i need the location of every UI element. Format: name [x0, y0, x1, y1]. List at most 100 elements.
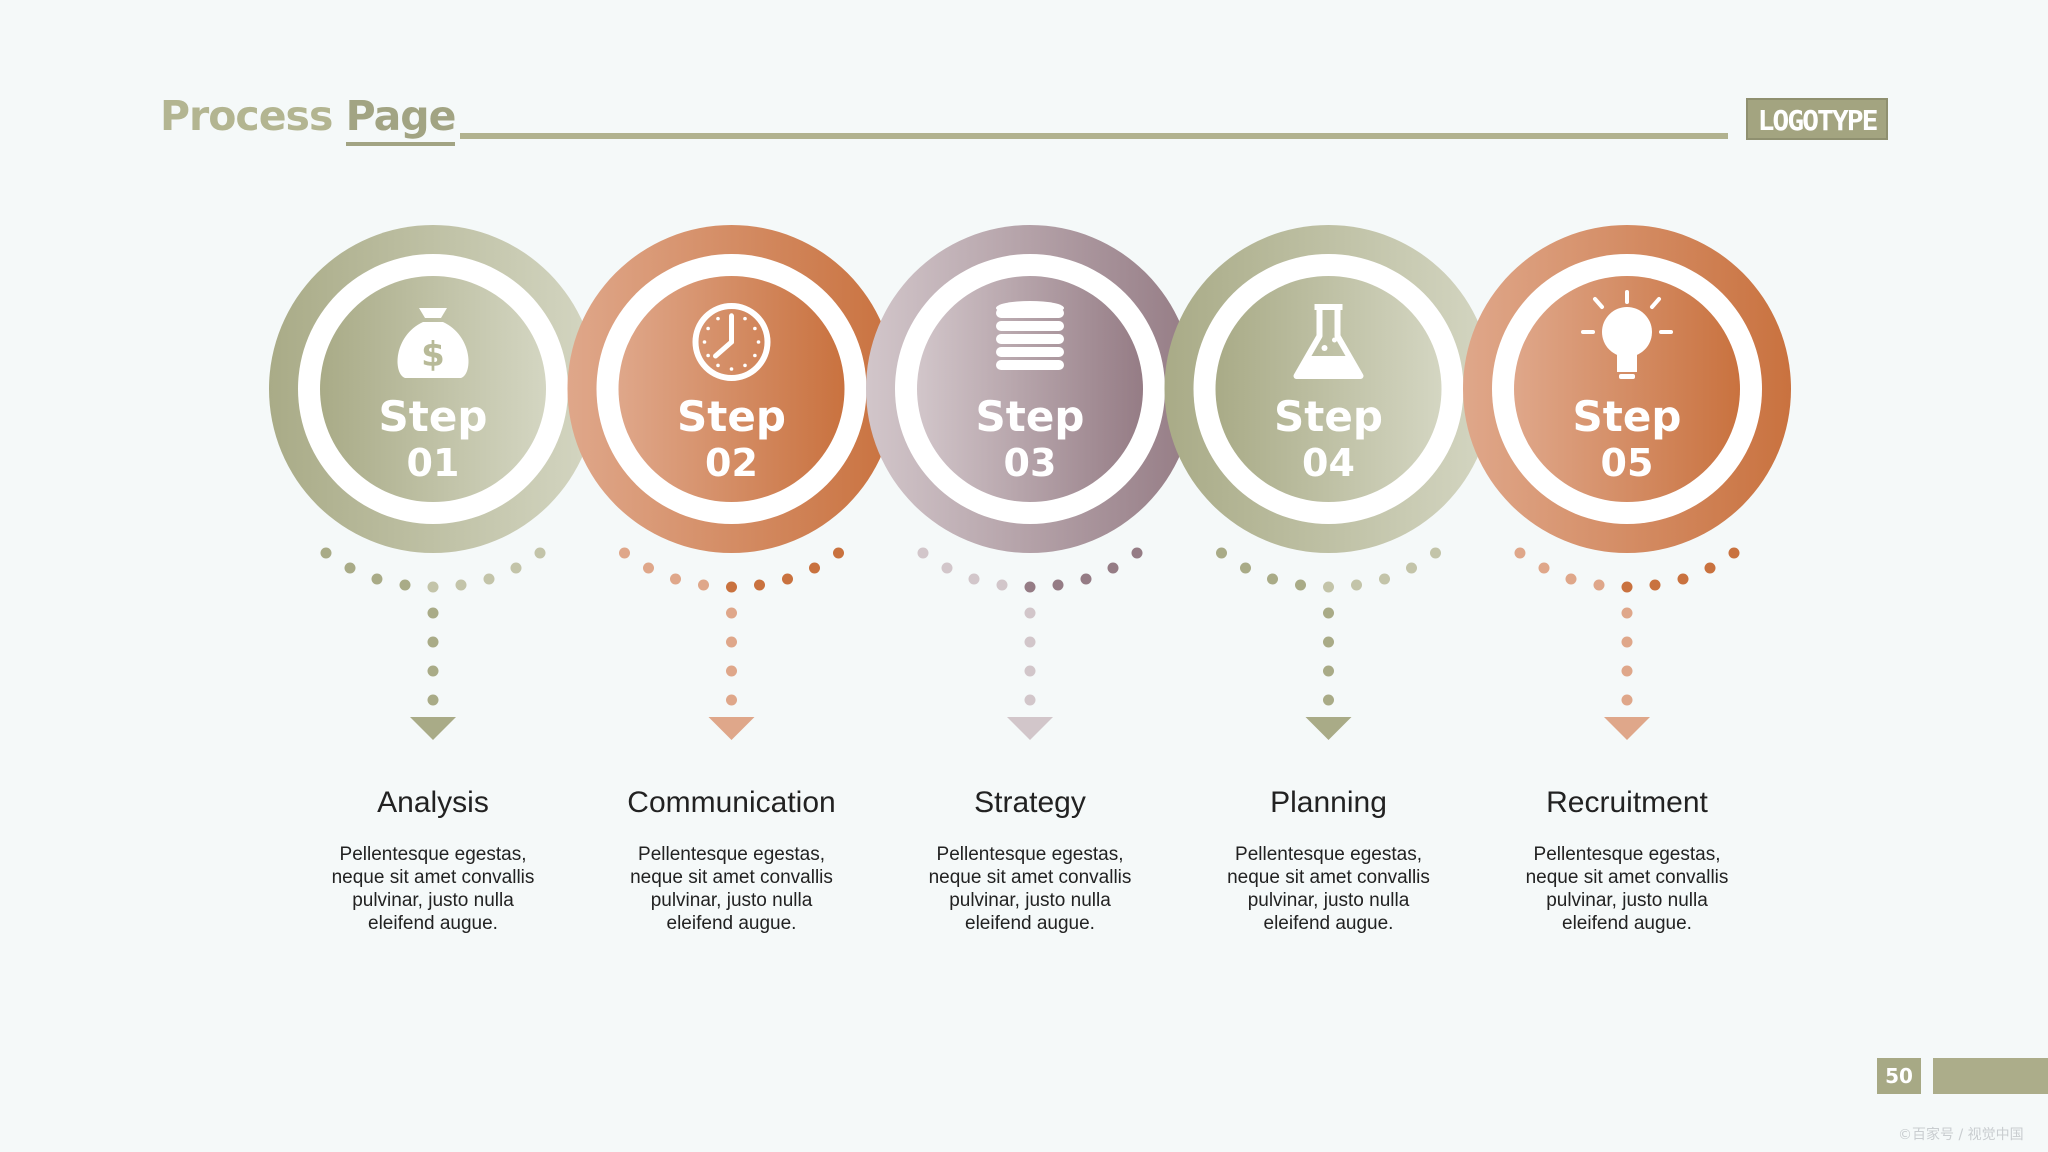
connector-dot [754, 579, 765, 591]
svg-text:$: $ [421, 335, 445, 375]
connector-dot [941, 562, 953, 574]
step-connector-2 [619, 547, 844, 740]
connector-dot [1024, 694, 1036, 706]
connector-dot [1406, 562, 1417, 574]
lightbulb-icon [1581, 290, 1673, 379]
description-line: Pellentesque egestas, [1533, 844, 1721, 865]
connector-dot [1704, 562, 1716, 574]
connector-dot [1649, 579, 1661, 591]
step-connector-4 [1216, 547, 1441, 740]
connector-dot [1107, 562, 1119, 574]
step-word: Step [677, 392, 786, 441]
connector-dot [1267, 573, 1278, 585]
step-description: Pellentesque egestas,neque sit amet conv… [308, 843, 558, 935]
description-line: pulvinar, justo nulla [949, 890, 1111, 911]
connector-dot [1621, 636, 1633, 648]
step-word: Step [976, 392, 1085, 441]
connector-dot [1728, 547, 1740, 559]
connector-dot [399, 579, 411, 591]
connector-dot [427, 581, 439, 593]
description-line: neque sit amet convallis [1227, 867, 1430, 888]
connector-dot [782, 573, 793, 585]
description-line: Pellentesque egestas, [1235, 844, 1422, 865]
inner-disc [618, 276, 845, 502]
step-number: 02 [705, 441, 758, 485]
connector-dot [996, 579, 1008, 591]
description-line: neque sit amet convallis [331, 867, 535, 888]
connector-dot [1024, 636, 1036, 648]
description-line: eleifend augue. [965, 913, 1095, 934]
connector-dot [726, 581, 737, 593]
down-arrow-icon [1007, 717, 1053, 740]
connector-dot [643, 562, 654, 574]
clock-icon [692, 303, 771, 381]
description-line: neque sit amet convallis [1525, 867, 1729, 888]
step-connector-1 [320, 547, 546, 740]
money-bag-icon: $ [397, 308, 469, 378]
page-title-part1: Process [160, 92, 333, 140]
inner-disc [917, 276, 1143, 502]
flask-icon [1293, 304, 1364, 379]
description-line: pulvinar, justo nulla [650, 890, 813, 911]
description-line: Pellentesque egestas, [936, 844, 1124, 865]
connector-dot [1295, 579, 1306, 591]
step-description: Pellentesque egestas,neque sit amet conv… [1204, 843, 1454, 935]
connector-dot [1323, 607, 1334, 619]
step-title: Analysis [377, 786, 489, 819]
connector-dot [1593, 579, 1605, 591]
connector-dot [427, 665, 439, 677]
description-line: Pellentesque egestas, [638, 844, 825, 865]
connector-dot [968, 573, 980, 585]
connector-dot [1024, 581, 1036, 593]
connector-dot [1323, 694, 1334, 706]
down-arrow-icon [410, 717, 456, 740]
connector-dot [534, 547, 546, 559]
inner-disc [1514, 276, 1740, 502]
connector-dot [1052, 579, 1064, 591]
connector-dot [483, 573, 495, 585]
connector-dot [1538, 562, 1550, 574]
connector-dot [371, 573, 383, 585]
page-title-part2: Page [345, 92, 456, 146]
description-line: neque sit amet convallis [928, 867, 1132, 888]
step-description: Pellentesque egestas,neque sit amet conv… [1502, 843, 1752, 935]
page-bar [1933, 1058, 2048, 1094]
connector-dot [1621, 694, 1633, 706]
page-number: 50 [1877, 1058, 1921, 1094]
step-title: Strategy [974, 786, 1086, 819]
page-title: Process Page [160, 88, 456, 146]
description-line: pulvinar, justo nulla [1546, 890, 1708, 911]
down-arrow-icon [1305, 717, 1352, 740]
down-arrow-icon [708, 717, 755, 740]
connector-dot [726, 636, 737, 648]
description-line: pulvinar, justo nulla [1247, 890, 1410, 911]
connector-dot [698, 579, 709, 591]
connector-dot [1379, 573, 1390, 585]
connector-dot [1621, 607, 1633, 619]
connector-dot [1323, 665, 1334, 677]
connector-dot [619, 547, 630, 559]
connector-dot [670, 573, 681, 585]
connector-dot [1024, 607, 1036, 619]
connector-dot [1131, 547, 1143, 559]
description-line: eleifend augue. [1263, 913, 1394, 934]
connector-dot [1080, 573, 1092, 585]
watermark: ©百家号 / 视觉中国 [1898, 1127, 2024, 1143]
step-number: 03 [1004, 441, 1057, 485]
description-line: eleifend augue. [368, 913, 498, 934]
description-line: neque sit amet convallis [630, 867, 833, 888]
connector-dot [510, 562, 522, 574]
connector-dot [1677, 573, 1689, 585]
step-connector-5 [1514, 547, 1740, 740]
step-word: Step [1573, 392, 1682, 441]
inner-disc [1215, 276, 1442, 502]
connector-dot [1514, 547, 1526, 559]
connector-dot [726, 607, 737, 619]
connector-dot [427, 694, 439, 706]
